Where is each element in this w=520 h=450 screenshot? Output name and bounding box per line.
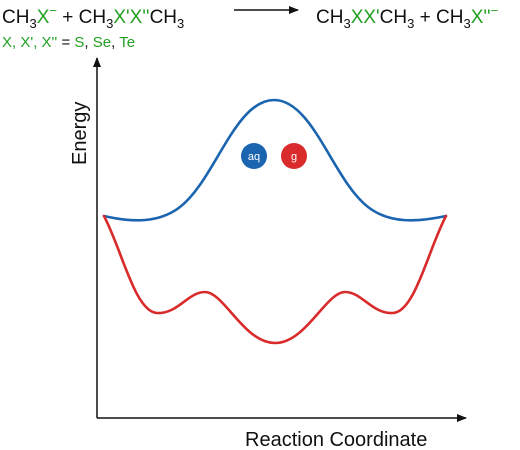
subst-sep-1: , (111, 34, 119, 51)
subst-lhs: X, X', X'' (2, 34, 57, 51)
r2-sub1: 3 (106, 16, 113, 31)
legend-g: g (281, 143, 307, 169)
p2-prefix: CH (436, 7, 463, 28)
reaction-equation-left: CH3X− + CH3X'X''CH3 (2, 3, 184, 31)
p1-sub1: 3 (343, 16, 350, 31)
r1-charge: − (49, 3, 57, 18)
r2-x2: X'' (130, 7, 150, 28)
plus-2: + (414, 7, 436, 28)
y-axis-label: Energy (69, 102, 91, 165)
curve-aq (102, 98, 448, 222)
legend-aq-label: aq (248, 151, 260, 163)
p2-charge: − (491, 3, 499, 18)
subst-value-1: Se (93, 34, 111, 51)
legend-aq: aq (241, 143, 267, 169)
p2-x: X'' (471, 7, 491, 28)
p1-sub2: 3 (407, 16, 414, 31)
legend-g-label: g (291, 151, 297, 163)
p1-x: XX' (351, 7, 380, 28)
reaction-equation-right: CH3XX'CH3 + CH3X''− (316, 3, 498, 31)
legend-g-dot (281, 143, 307, 169)
r2-sub2: 3 (177, 16, 184, 31)
subst-value-0: S (74, 34, 84, 51)
substitution-line: X, X', X'' = S, Se, Te (2, 34, 135, 51)
r2-suffix: CH (150, 7, 177, 28)
r1-sub: 3 (29, 16, 36, 31)
legend-aq-dot (241, 143, 267, 169)
x-axis-label: Reaction Coordinate (245, 429, 427, 450)
plus-1: + (57, 7, 79, 28)
p2-sub: 3 (463, 16, 470, 31)
p1-prefix: CH (316, 7, 343, 28)
p1-suffix: CH (380, 7, 407, 28)
r2-x: X' (113, 7, 129, 28)
subst-value-2: Te (119, 34, 135, 51)
curve-g (102, 214, 448, 345)
r2-prefix: CH (79, 7, 106, 28)
subst-sep-0: , (84, 34, 92, 51)
r1-x: X (37, 7, 50, 28)
subst-eq: = (57, 34, 74, 51)
r1-prefix: CH (2, 7, 29, 28)
